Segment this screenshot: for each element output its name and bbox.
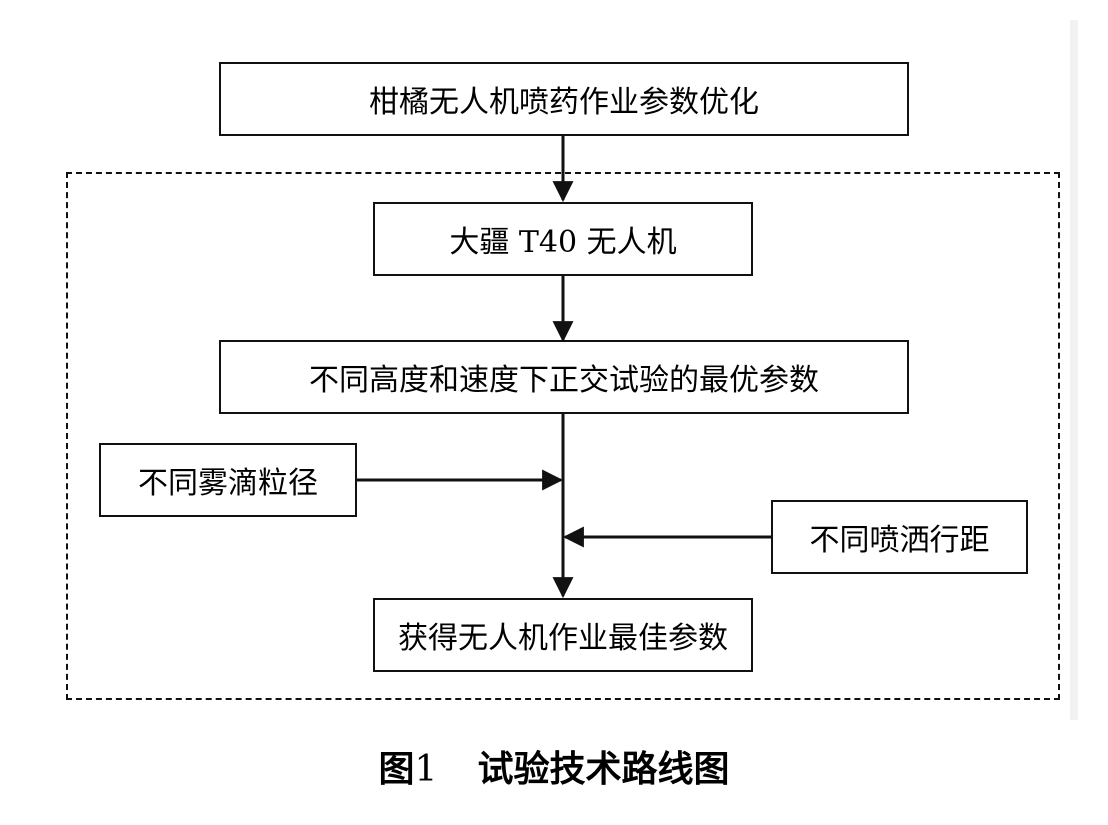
caption-title: 试验技术路线图 — [477, 749, 730, 790]
node-orthogonal: 不同高度和速度下正交试验的最优参数 — [219, 340, 909, 414]
node-spacing: 不同喷洒行距 — [771, 500, 1028, 574]
node-droplet: 不同雾滴粒径 — [99, 443, 357, 517]
figure-caption: 图1 试验技术路线图 — [0, 740, 1108, 792]
node-top: 柑橘无人机喷药作业参数优化 — [219, 62, 909, 136]
caption-number: 1 — [414, 749, 438, 790]
node-result: 获得无人机作业最佳参数 — [373, 598, 753, 672]
caption-label: 图 — [378, 749, 415, 790]
node-drone: 大疆 T40 无人机 — [373, 202, 753, 276]
page-edge-strip — [1070, 20, 1078, 720]
